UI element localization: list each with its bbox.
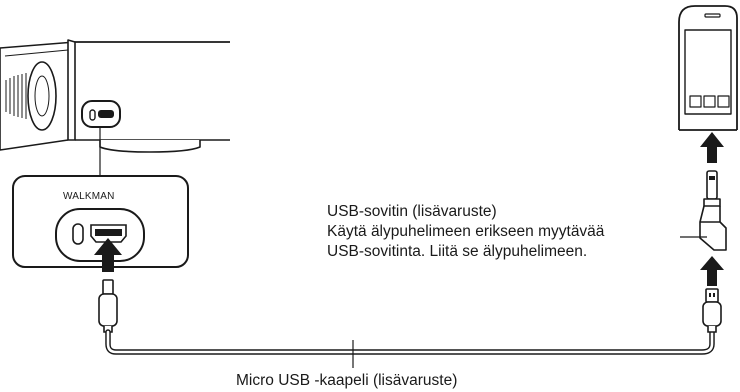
adapter-micro-plug [706,170,718,200]
usb-adapter-label-line3: USB-sovitinta. Liitä se älypuhelimeen. [327,243,588,260]
app-icon [717,95,730,108]
usb-adapter-label-line2: Käytä älypuhelimeen erikseen myytävää [327,223,605,240]
cable-label: Micro USB -kaapeli (lisävaruste) [236,372,458,389]
walkman-port-small [81,100,121,128]
walkman-port-zoom [12,175,189,268]
arrow-up-smartphone [700,132,724,163]
arrow-up-adapter [700,256,724,286]
walkman-device [0,39,230,153]
port-hole [72,223,84,245]
smartphone [678,5,738,131]
micro-usb-plug-walkman [98,279,118,333]
walkman-label: WALKMAN [63,191,115,202]
usb-adapter [699,198,727,251]
usb-adapter-label: USB-sovitin (lisävaruste) Käytä älypuhel… [327,202,604,262]
arrow-up-walkman [94,238,122,272]
micro-usb-cable [105,327,715,355]
app-icon [703,95,716,108]
app-icon [689,95,702,108]
usb-adapter-label-line1: USB-sovitin (lisävaruste) [327,203,497,220]
usb-a-plug [702,288,722,333]
